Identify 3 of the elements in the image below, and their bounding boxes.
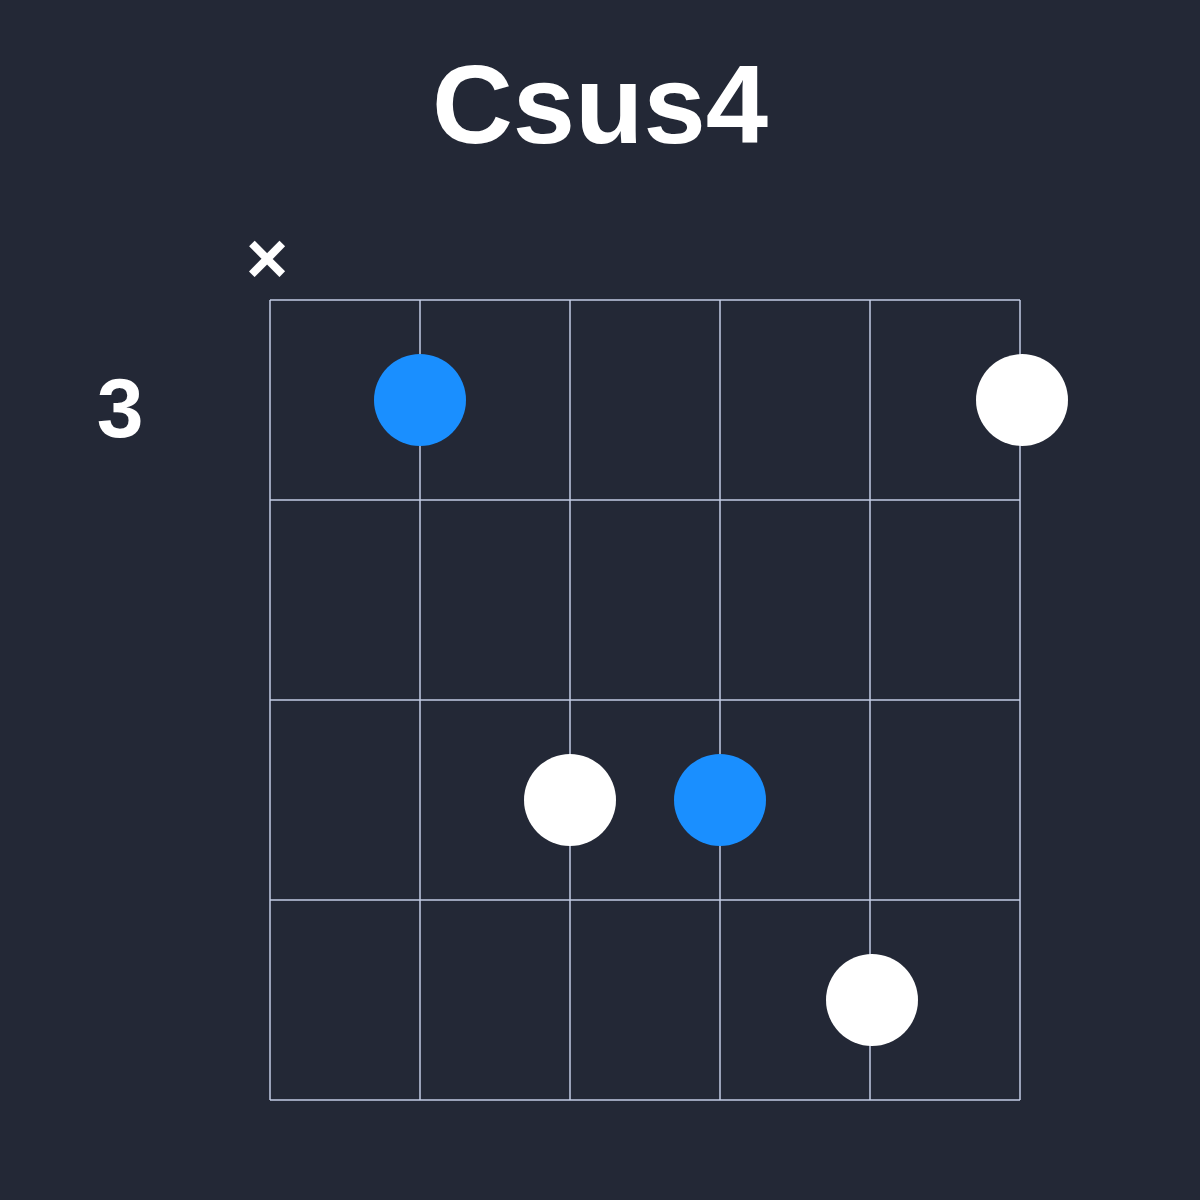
muted-string-mark: × [244,222,289,294]
chord-title: Csus4 [430,41,770,169]
fret-number: 3 [95,366,145,450]
